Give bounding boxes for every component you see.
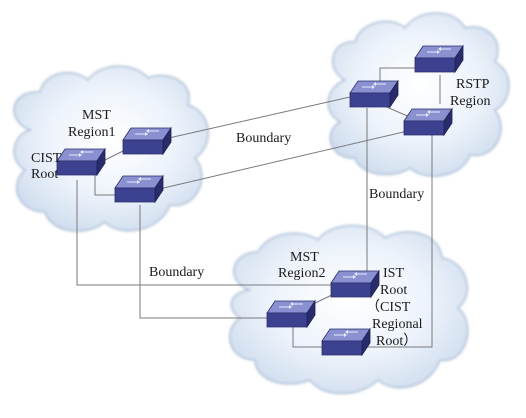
link-r1b-to-r2-left [139,205,272,319]
switch-rstp-right [403,108,453,136]
label-ist-root-line1: IST [383,266,404,281]
link-cist-root-to-r1b [94,170,120,196]
switch-region2-left [266,300,316,328]
switch-cist-root [56,148,106,176]
cloud-mst-region1 [13,65,209,232]
switch-ist-root [330,270,380,298]
label-boundary-right: Boundary [369,187,424,202]
link-r1a-to-rstp-left [159,96,351,141]
cloud-rstp-region [327,12,510,177]
link-rstp-right-to-r2-bottom [365,135,433,348]
label-mst-region1-line1: MST [82,108,111,123]
switch-rstp-left [349,80,399,108]
link-cist-root-to-ist-root [76,180,338,286]
label-ist-root-line4: Regional [372,317,423,332]
label-boundary-top: Boundary [236,131,291,146]
link-r2-left-to-r2-bottom [292,325,328,348]
switch-region1-b [114,175,164,203]
link-r1b-to-rstp-right [154,129,413,191]
label-ist-root-line2: Root [380,283,407,298]
label-rstp-line2: Region [450,94,490,109]
switch-region1-a [122,127,172,155]
link-lines [76,67,441,348]
switch-rstp-top [414,45,464,73]
label-cist-root-line2: Root [31,167,58,182]
label-rstp-line1: RSTP [456,77,490,92]
label-ist-root-line3: （CIST [366,299,411,315]
label-mst-region2-line1: MST [290,250,319,265]
cloud-mst-region2 [229,224,469,395]
label-mst-region1-line2: Region1 [68,125,115,140]
switch-region2-bottom [321,328,371,356]
label-cist-root-line1: CIST [31,151,62,166]
label-boundary-bottom: Boundary [149,265,204,280]
label-mst-region2-line2: Region2 [278,266,325,281]
label-ist-root-line5: Root） [376,333,417,349]
